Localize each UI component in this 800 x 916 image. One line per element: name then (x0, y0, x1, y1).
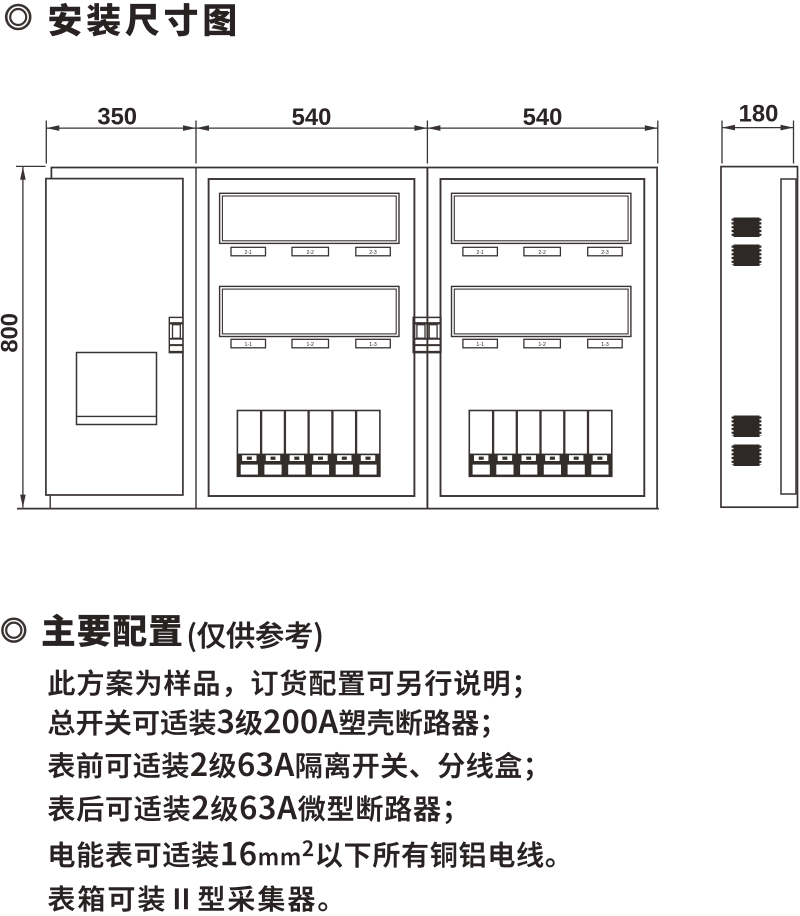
svg-text:2-2: 2-2 (306, 250, 314, 256)
svg-text:1-2: 1-2 (538, 342, 546, 348)
svg-text:2-2: 2-2 (538, 250, 546, 256)
svg-text:800: 800 (0, 313, 23, 353)
svg-text:2-3: 2-3 (369, 250, 377, 256)
svg-text:350: 350 (97, 103, 137, 130)
svg-text:1-1: 1-1 (244, 342, 252, 348)
svg-text:180: 180 (739, 101, 779, 128)
svg-text:540: 540 (292, 104, 332, 131)
svg-text:540: 540 (523, 104, 563, 131)
svg-text:1-2: 1-2 (306, 342, 314, 348)
svg-text:2-3: 2-3 (601, 250, 609, 256)
svg-text:1-3: 1-3 (601, 342, 609, 348)
svg-text:1-3: 1-3 (369, 342, 377, 348)
svg-text:1-1: 1-1 (476, 342, 484, 348)
svg-text:2-1: 2-1 (244, 250, 252, 256)
svg-text:2-1: 2-1 (476, 250, 484, 256)
